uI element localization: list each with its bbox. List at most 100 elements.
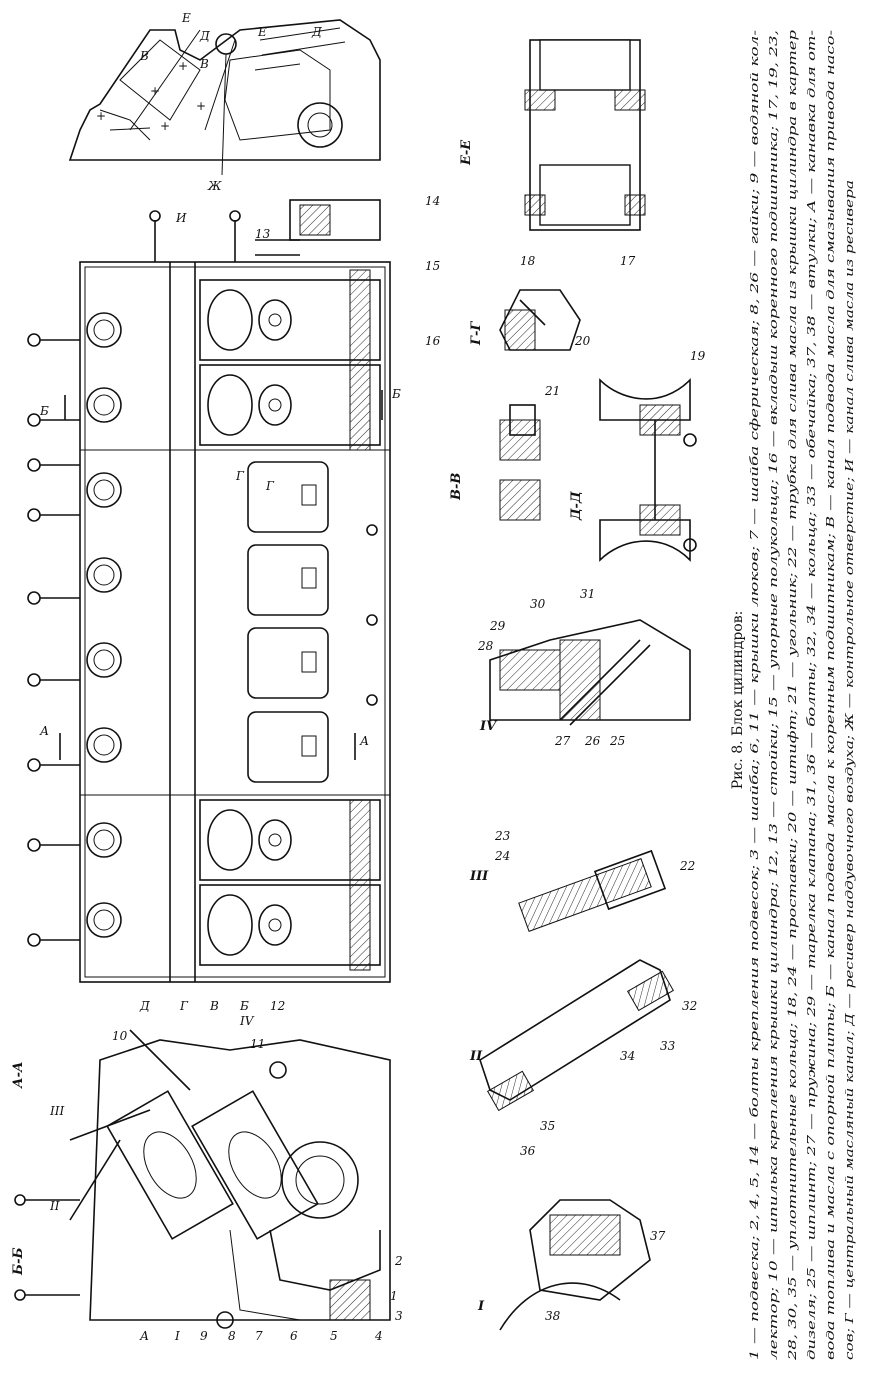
legend-line-5: вода топлива и масла с опорной плиты; Б … — [823, 30, 837, 1360]
main-label-12: 12 — [270, 999, 285, 1013]
xs-label-4: 4 — [374, 1329, 383, 1343]
detail-label-17: 17 — [620, 254, 636, 268]
main-block-drawing: Д Г В Б 12 13 14 15 16 И А А Б Б Г Г — [27, 194, 441, 1013]
main-label-I: И — [175, 211, 187, 225]
section-DD: Д-Д — [569, 491, 584, 521]
detail-label-20: 20 — [574, 334, 591, 348]
main-label-A-right: А — [359, 734, 369, 748]
main-label-13: 13 — [255, 227, 271, 241]
top-label-E1: Е — [181, 11, 191, 25]
figure-caption-block: Рис. 8. Блок цилиндров: 1 — подвеска; 2,… — [730, 29, 856, 1361]
detail-label-30: 30 — [530, 597, 546, 611]
cross-section-drawing: А-А Б-Б 1 2 3 4 5 6 7 8 9 10 11 А I II I… — [11, 1014, 403, 1343]
top-label-V2: В — [199, 57, 209, 71]
bearing-bays-bottom — [199, 799, 381, 971]
section-DD-drawing: Д-Д 19 — [569, 349, 706, 562]
xs-label-7: 7 — [255, 1329, 263, 1343]
xs-label-9: 9 — [200, 1329, 208, 1343]
svg-text:+: + — [178, 59, 188, 73]
main-label-A-left: А — [39, 724, 49, 738]
main-label-G1: Г — [235, 469, 245, 483]
section-II: II — [469, 1049, 483, 1064]
legend-line-2: лектор; 10 — шпилька крепления крышки ци… — [766, 30, 780, 1360]
xs-label-11: 11 — [250, 1037, 265, 1051]
detail-label-36: 36 — [520, 1144, 536, 1158]
xs-label-2: 2 — [394, 1254, 403, 1268]
cylinder-heads — [86, 312, 122, 938]
legend-line-3: 28, 30, 35 — уплотнительные кольца; 18, … — [785, 29, 799, 1361]
detail-label-28: 28 — [477, 639, 494, 653]
xs-label-5: 5 — [330, 1329, 338, 1343]
detail-label-26: 26 — [584, 734, 601, 748]
main-label-14: 14 — [425, 194, 440, 208]
detail-label-33: 33 — [660, 1039, 676, 1053]
detail-label-27: 27 — [554, 734, 571, 748]
main-label-B-left: Б — [39, 404, 49, 418]
section-I: I — [477, 1299, 485, 1314]
main-label-B-right: Б — [391, 387, 401, 401]
detail-III-drawing: III 22 23 24 — [469, 829, 695, 932]
detail-label-19: 19 — [690, 349, 706, 363]
svg-text:+: + — [160, 119, 170, 133]
main-label-G: Г — [179, 999, 189, 1013]
svg-text:+: + — [150, 84, 160, 98]
top-label-V1: В — [139, 49, 149, 63]
detail-label-32: 32 — [682, 999, 697, 1013]
main-label-B: Б — [239, 999, 249, 1013]
section-VV-drawing: В-В 21 — [449, 384, 560, 521]
main-label-16: 16 — [425, 334, 441, 348]
detail-I-drawing: I 37 38 — [477, 1199, 666, 1331]
detail-label-25: 25 — [609, 734, 625, 748]
top-label-E2: Е — [257, 25, 267, 39]
top-view-drawing: + + + + + В В Е Е Д Д Ж — [68, 11, 381, 193]
detail-label-22: 22 — [679, 859, 695, 873]
section-EE-drawing: Е-Е 17 18 — [459, 39, 646, 268]
main-label-G2: Г — [265, 479, 275, 493]
xs-label-3: 3 — [395, 1309, 403, 1323]
section-aa: А-А — [11, 1061, 26, 1089]
detail-label-31: 31 — [580, 587, 595, 601]
xs-label-8: 8 — [228, 1329, 236, 1343]
xs-label-III: III — [49, 1104, 64, 1118]
section-EE: Е-Е — [459, 139, 474, 166]
right-bolts — [366, 524, 378, 706]
main-label-15: 15 — [425, 259, 440, 273]
main-label-V: В — [209, 999, 219, 1013]
section-IV: IV — [479, 719, 498, 734]
detail-II-drawing: II 32 33 34 35 36 — [469, 959, 697, 1158]
detail-label-34: 34 — [620, 1049, 635, 1063]
detail-label-29: 29 — [489, 619, 506, 633]
detail-label-35: 35 — [540, 1119, 555, 1133]
section-VV: В-В — [449, 473, 464, 501]
detail-label-18: 18 — [520, 254, 536, 268]
top-label-Zh: Ж — [207, 179, 222, 193]
main-label-D: Д — [139, 999, 150, 1013]
xs-label-I: I — [174, 1329, 180, 1343]
detail-label-37: 37 — [650, 1229, 666, 1243]
detail-label-24: 24 — [494, 849, 510, 863]
section-GG: Г-Г — [469, 321, 484, 346]
svg-text:+: + — [196, 99, 206, 113]
top-label-D2: Д — [311, 25, 322, 39]
detail-label-23: 23 — [494, 829, 511, 843]
crankcase-windows — [247, 461, 329, 783]
xs-label-II: II — [49, 1199, 60, 1213]
top-label-D1: Д — [199, 29, 210, 43]
xs-label-1: 1 — [390, 1289, 398, 1303]
figure-caption: Рис. 8. Блок цилиндров: — [730, 611, 746, 790]
legend-line-6: сов; Г — центральный масляный канал; Д —… — [842, 180, 856, 1360]
stud-row — [27, 210, 241, 947]
detail-IV-drawing: IV 25 26 27 28 29 30 31 — [477, 587, 691, 748]
section-bb: Б-Б — [11, 1247, 26, 1276]
section-III: III — [469, 869, 489, 884]
xs-label-A: А — [139, 1329, 149, 1343]
detail-label-38: 38 — [545, 1309, 561, 1323]
legend-line-4: дизеля; 25 — шплинт; 27 — пружина; 29 — … — [804, 30, 818, 1360]
svg-text:+: + — [96, 109, 106, 123]
xs-label-10: 10 — [112, 1029, 128, 1043]
bearing-bays-top — [199, 269, 381, 451]
legend-line-1: 1 — подвеска; 2, 4, 5, 14 — болты крепле… — [747, 30, 761, 1360]
xs-label-6: 6 — [290, 1329, 298, 1343]
xs-label-IV: IV — [239, 1014, 255, 1028]
